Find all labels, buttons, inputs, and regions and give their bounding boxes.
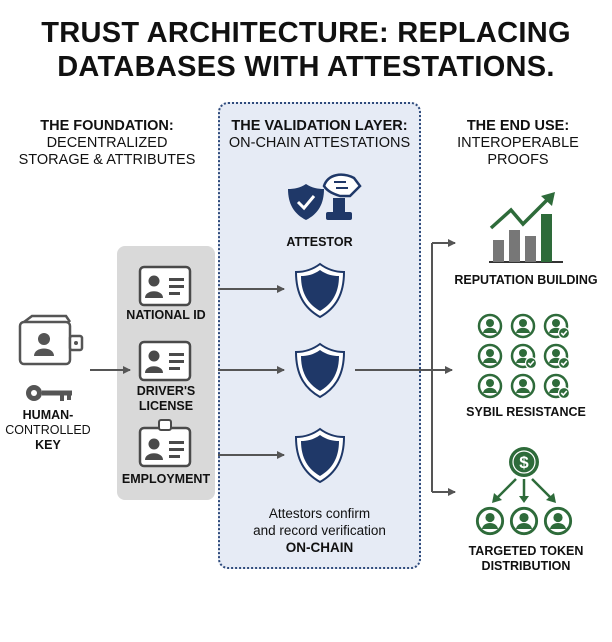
- validation-header: THE VALIDATION LAYER: ON-CHAIN ATTESTATI…: [218, 118, 421, 152]
- token-label-2: DISTRIBUTION: [481, 559, 571, 573]
- end-use-heading: THE END USE:: [466, 118, 570, 134]
- attest-note-2: and record verification: [253, 523, 386, 538]
- validation-heading: THE VALIDATION LAYER:: [231, 118, 408, 134]
- verified-user-icon: [543, 373, 571, 400]
- key-icon: [26, 385, 72, 401]
- verified-user-icon: [477, 373, 503, 399]
- key-label: HUMAN- CONTROLLED KEY: [0, 408, 96, 453]
- drivers-license-label: DRIVER'S LICENSE: [117, 384, 215, 414]
- employment-text: EMPLOYMENT: [121, 472, 211, 486]
- dollar-coin-icon: $: [509, 447, 539, 477]
- id-card-icon: [138, 265, 192, 307]
- title-line-2: DATABASES WITH ATTESTATIONS.: [57, 51, 555, 83]
- foundation-sub-2: STORAGE & ATTRIBUTES: [18, 152, 196, 168]
- verified-user-icon: [510, 313, 536, 339]
- sybil-label: SYBIL RESISTANCE: [466, 405, 586, 419]
- verified-user-icon: [510, 343, 538, 370]
- token-label: TARGETED TOKEN DISTRIBUTION: [440, 544, 612, 574]
- verified-user-icon: [543, 343, 571, 370]
- attest-note: Attestors confirm and record verificatio…: [218, 505, 421, 556]
- national-id-label: NATIONAL ID: [117, 308, 215, 323]
- shield-icon: [295, 343, 345, 398]
- validation-layer-panel: [218, 102, 421, 569]
- end-use-sub-2: PROOFS: [487, 152, 549, 168]
- token-label-1: TARGETED TOKEN: [468, 544, 584, 558]
- verified-user-icon: [475, 506, 505, 536]
- title-line-1: TRUST ARCHITECTURE: REPLACING: [41, 17, 571, 49]
- key-label-2: CONTROLLED: [5, 423, 91, 437]
- foundation-heading: THE FOUNDATION:: [40, 118, 174, 134]
- stamp-icon: [288, 173, 362, 220]
- foundation-header: THE FOUNDATION: DECENTRALIZED STORAGE & …: [0, 118, 214, 169]
- growth-chart-icon: [489, 192, 563, 263]
- employment-label: EMPLOYMENT: [117, 472, 215, 487]
- attest-note-3: ON-CHAIN: [285, 540, 354, 555]
- end-use-header: THE END USE: INTEROPERABLE PROOFS: [424, 118, 612, 169]
- verified-user-icon: [510, 373, 536, 399]
- verified-user-icon: [543, 506, 573, 536]
- shield-icon: [295, 263, 345, 318]
- national-id-text: NATIONAL ID: [126, 308, 206, 322]
- attest-note-1: Attestors confirm: [268, 506, 371, 521]
- employee-badge-icon: [138, 419, 192, 468]
- reputation-label: REPUTATION BUILDING: [454, 273, 598, 287]
- svg-text:$: $: [519, 453, 529, 472]
- drivers-license-text-2: LICENSE: [138, 399, 194, 413]
- id-card-icon: [138, 340, 192, 382]
- verified-user-icon: [477, 313, 503, 339]
- key-label-1: HUMAN-: [22, 408, 74, 422]
- end-use-sub-1: INTEROPERABLE: [457, 135, 579, 151]
- key-label-3: KEY: [35, 438, 61, 452]
- foundation-sub-1: DECENTRALIZED: [46, 135, 168, 151]
- validation-sub-1: ON-CHAIN ATTESTATIONS: [228, 135, 411, 151]
- shield-icon: [295, 428, 345, 483]
- page-title: TRUST ARCHITECTURE: REPLACING DATABASES …: [0, 16, 612, 84]
- wallet-icon: [18, 314, 84, 366]
- verified-user-icon: [543, 313, 571, 340]
- drivers-license-text-1: DRIVER'S: [136, 384, 196, 398]
- verified-user-icon: [477, 343, 503, 369]
- attestor-label: ATTESTOR: [286, 235, 353, 249]
- verified-user-icon: [509, 506, 539, 536]
